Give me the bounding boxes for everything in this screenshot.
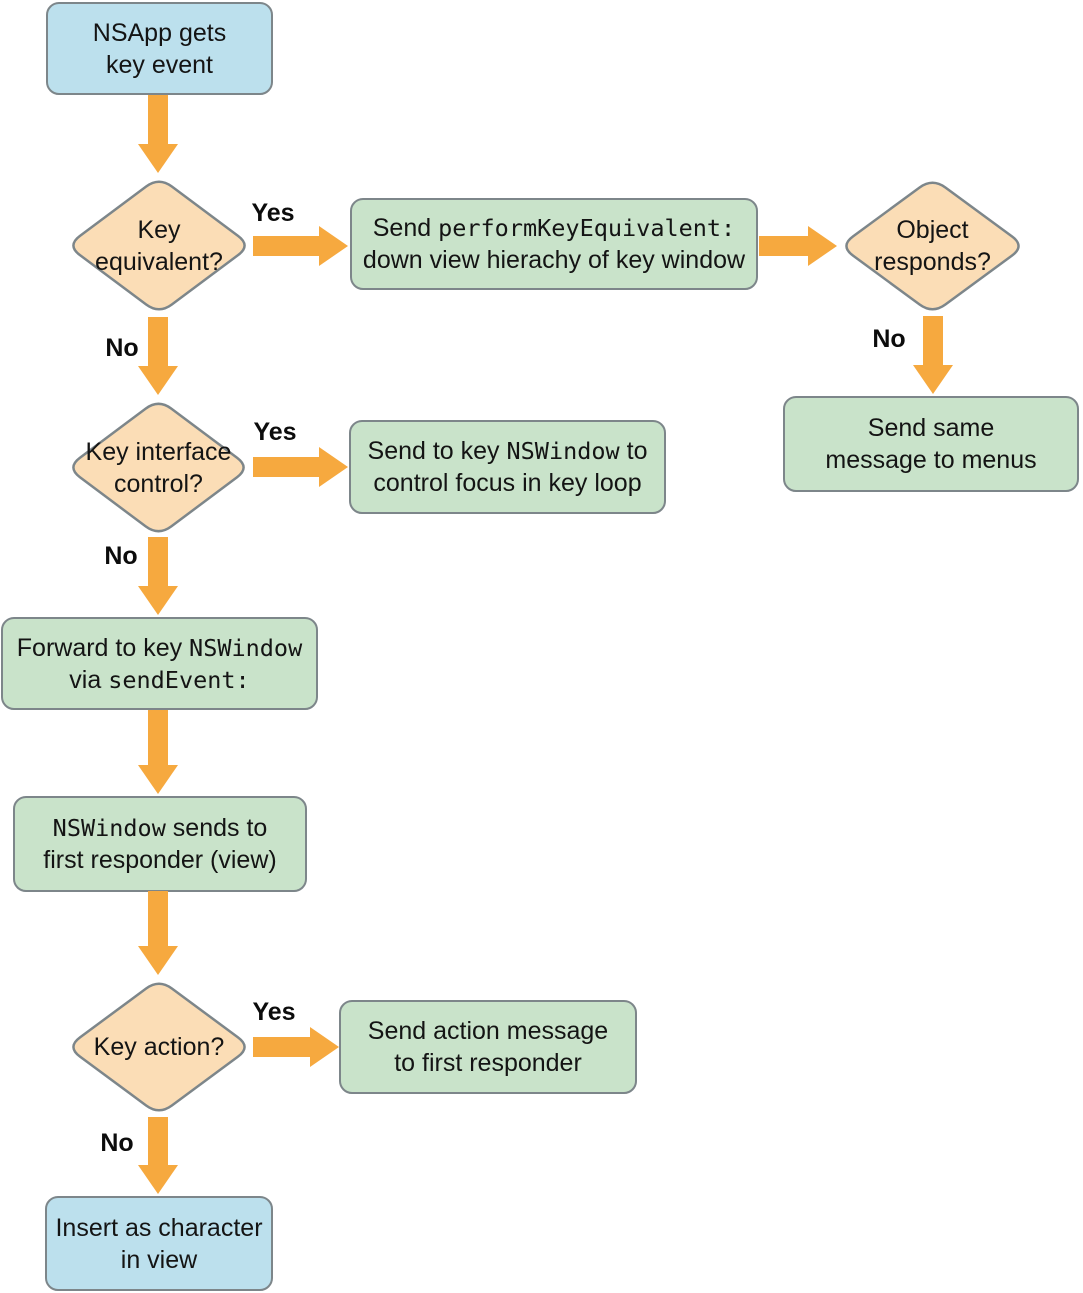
diamond-shape xyxy=(845,181,1020,311)
arrow-shaft xyxy=(148,95,168,144)
edge-label-no: No xyxy=(104,542,138,570)
node-text: Send action message to first responder xyxy=(367,1017,609,1077)
node-text: Object responds? xyxy=(874,216,991,276)
diamond-shape xyxy=(72,402,245,533)
arrow-head-icon xyxy=(808,226,837,266)
code-nswindow: NSWindow xyxy=(52,814,166,842)
edge-label-no: No xyxy=(872,325,906,353)
node-nsapp-gets-key-event: NSApp gets key event xyxy=(46,2,273,95)
node-object-responds-decision: Object responds? xyxy=(838,176,1027,316)
node-text: Insert as character in view xyxy=(55,1213,263,1274)
arrow-key-equivalent-to-perform xyxy=(253,226,348,266)
node-send-perform-key-equivalent: Send performKeyEquivalent: down view hie… xyxy=(350,198,758,290)
arrow-shaft xyxy=(148,891,168,946)
edge-label-yes: Yes xyxy=(253,418,297,446)
code-nswindow: NSWindow xyxy=(189,633,303,662)
node-send-action-message: Send action message to first responder xyxy=(339,1000,637,1094)
arrow-window-sends-to-key-action xyxy=(138,891,178,975)
node-text: Key interface control? xyxy=(85,437,232,498)
arrow-shaft xyxy=(148,710,168,765)
arrow-key-action-to-insert xyxy=(138,1117,178,1194)
node-text: NSWindow sends to first responder (view) xyxy=(43,814,277,874)
arrow-forward-to-window-sends xyxy=(138,710,178,794)
edge-label-no: No xyxy=(105,334,139,362)
node-text: Key action? xyxy=(93,1033,225,1061)
arrow-shaft xyxy=(759,236,808,256)
arrow-head-icon xyxy=(319,226,348,266)
node-key-action-decision: Key action? xyxy=(65,977,253,1117)
arrow-head-icon xyxy=(138,1165,178,1194)
arrow-head-icon xyxy=(138,765,178,794)
arrow-key-interface-to-forward xyxy=(138,537,178,615)
node-key-equivalent-decision: Key equivalent? xyxy=(65,175,253,316)
arrow-shaft xyxy=(148,317,168,366)
arrow-start-to-key-equivalent xyxy=(138,95,178,173)
arrow-key-equivalent-to-key-interface xyxy=(138,317,178,395)
code-send-event: sendEvent: xyxy=(108,665,250,694)
edge-label-no: No xyxy=(100,1129,134,1157)
arrow-shaft xyxy=(148,1117,168,1165)
arrow-head-icon xyxy=(913,365,953,394)
node-text: Send performKeyEquivalent: down view hie… xyxy=(362,214,746,274)
arrow-head-icon xyxy=(310,1027,339,1067)
arrow-shaft xyxy=(253,1037,310,1057)
code-perform-key-equivalent: performKeyEquivalent: xyxy=(438,214,736,242)
node-text: Forward to key NSWindow via sendEvent: xyxy=(16,633,303,694)
node-text: Key equivalent? xyxy=(95,215,223,276)
arrow-object-responds-to-menus xyxy=(913,316,953,394)
node-send-to-key-window: Send to key NSWindow to control focus in… xyxy=(349,420,666,514)
arrow-head-icon xyxy=(138,366,178,395)
edge-label-yes: Yes xyxy=(251,199,295,227)
arrow-head-icon xyxy=(138,144,178,173)
node-text: Send same message to menus xyxy=(825,414,1037,474)
node-send-same-message-to-menus: Send same message to menus xyxy=(783,396,1079,492)
node-text: NSApp gets key event xyxy=(92,18,227,79)
arrow-key-interface-to-send-key-window xyxy=(253,447,348,487)
arrow-head-icon xyxy=(319,447,348,487)
diamond-shape xyxy=(72,982,246,1112)
node-insert-as-character: Insert as character in view xyxy=(45,1196,273,1291)
arrow-shaft xyxy=(923,316,943,365)
node-forward-to-key-window: Forward to key NSWindow via sendEvent: xyxy=(1,617,318,710)
node-window-sends-to-first-responder: NSWindow sends to first responder (view) xyxy=(13,796,307,892)
arrow-head-icon xyxy=(138,586,178,615)
arrow-perform-to-object-responds xyxy=(759,226,837,266)
node-key-interface-control-decision: Key interface control? xyxy=(65,397,252,538)
arrow-shaft xyxy=(253,236,319,256)
arrow-shaft xyxy=(148,537,168,586)
arrow-key-action-to-send-action xyxy=(253,1027,339,1067)
arrow-shaft xyxy=(253,457,319,477)
node-text: Send to key NSWindow to control focus in… xyxy=(367,437,648,497)
diamond-shape xyxy=(72,180,246,311)
edge-label-yes: Yes xyxy=(252,998,296,1026)
code-nswindow: NSWindow xyxy=(506,437,620,465)
arrow-head-icon xyxy=(138,946,178,975)
